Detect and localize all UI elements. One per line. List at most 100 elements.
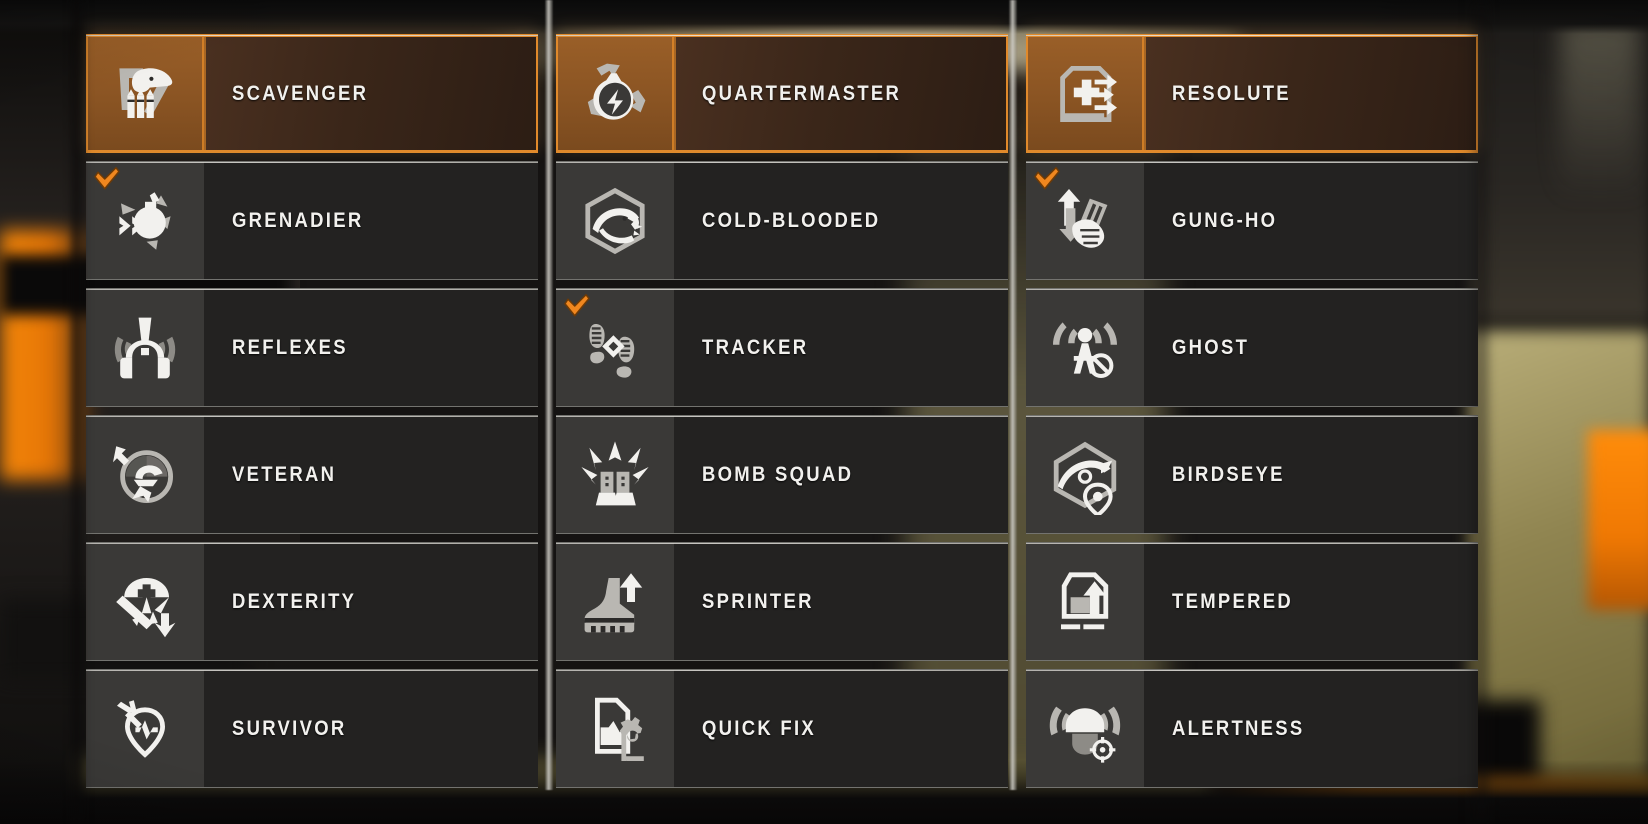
- perk-label: GUNG-HO: [1172, 208, 1278, 232]
- perk-body-cell: REFLEXES: [204, 289, 538, 406]
- perk-card-resolute[interactable]: RESOLUTE: [1026, 34, 1478, 153]
- perk-label: BOMB SQUAD: [702, 462, 854, 486]
- perk-icon-cell: [556, 416, 674, 533]
- bg-right-orange-glow: [1588, 430, 1648, 610]
- perk-body-cell: VETERAN: [204, 416, 538, 533]
- helmet-shield-icon: [105, 435, 185, 515]
- perk-icon-cell: [86, 162, 204, 279]
- perk-label: REFLEXES: [232, 335, 348, 359]
- perk-card-dexterity[interactable]: DEXTERITY: [86, 542, 538, 661]
- checkmark-icon: [92, 166, 122, 192]
- perk-card-alertness[interactable]: ALERTNESS: [1026, 669, 1478, 788]
- perk-card-gung-ho[interactable]: GUNG-HO: [1026, 161, 1478, 280]
- perk-card-veteran[interactable]: VETERAN: [86, 415, 538, 534]
- perk-icon-cell: [556, 289, 674, 406]
- perk-body-cell: DEXTERITY: [204, 543, 538, 660]
- snake-head-icon: [575, 181, 655, 261]
- perk-label: QUARTERMASTER: [702, 81, 902, 105]
- helmet-waves-icon: [1045, 689, 1125, 769]
- perk-icon-cell: [1026, 416, 1144, 533]
- perk-icon-cell: [86, 289, 204, 406]
- boot-arrow-icon: [575, 562, 655, 642]
- perk-card-birdseye[interactable]: BIRDSEYE: [1026, 415, 1478, 534]
- perk-label: BIRDSEYE: [1172, 462, 1285, 486]
- perk-body-cell: SURVIVOR: [204, 670, 538, 787]
- perk-body-cell: QUARTERMASTER: [674, 35, 1008, 152]
- perk-card-quartermaster[interactable]: QUARTERMASTER: [556, 34, 1008, 153]
- perk-label: TEMPERED: [1172, 589, 1293, 613]
- hand-mag-arrow-icon: [1045, 181, 1125, 261]
- perk-body-cell: QUICK FIX: [674, 670, 1008, 787]
- perk-body-cell: ALERTNESS: [1144, 670, 1478, 787]
- perk-label: ALERTNESS: [1172, 716, 1305, 740]
- perk-label: RESOLUTE: [1172, 81, 1291, 105]
- perk-icon-cell: [556, 670, 674, 787]
- perk-label: SURVIVOR: [232, 716, 347, 740]
- headset-alert-icon: [105, 308, 185, 388]
- perk-label: TRACKER: [702, 335, 809, 359]
- perk-column-2: QUARTERMASTER COLD-BLOODED TRACKER BOMB …: [556, 34, 1008, 824]
- perk-label: COLD-BLOODED: [702, 208, 881, 232]
- perk-column-3: RESOLUTE GUNG-HO GHOST BIRDSEYE TEMPERED…: [1026, 34, 1478, 824]
- perk-label: GHOST: [1172, 335, 1250, 359]
- perk-card-tempered[interactable]: TEMPERED: [1026, 542, 1478, 661]
- perk-label: SPRINTER: [702, 589, 814, 613]
- perk-icon-cell: [556, 35, 674, 152]
- eagle-pin-icon: [1045, 435, 1125, 515]
- perk-icon-cell: [556, 162, 674, 279]
- checkmark-icon: [1032, 166, 1062, 192]
- grenade-burst-icon: [105, 181, 185, 261]
- perk-icon-cell: [86, 35, 204, 152]
- parachute-medic-icon: [105, 562, 185, 642]
- recycle-bolt-icon: [575, 54, 655, 134]
- perk-card-cold-blooded[interactable]: COLD-BLOODED: [556, 161, 1008, 280]
- vest-arrow-icon: [1045, 562, 1125, 642]
- cross-arrows-icon: [1045, 54, 1125, 134]
- perk-body-cell: COLD-BLOODED: [674, 162, 1008, 279]
- perk-label: SCAVENGER: [232, 81, 369, 105]
- perk-card-reflexes[interactable]: REFLEXES: [86, 288, 538, 407]
- perk-body-cell: TRACKER: [674, 289, 1008, 406]
- perk-body-cell: GHOST: [1144, 289, 1478, 406]
- antenna-block-icon: [1045, 308, 1125, 388]
- perk-card-survivor[interactable]: SURVIVOR: [86, 669, 538, 788]
- perk-body-cell: GUNG-HO: [1144, 162, 1478, 279]
- perk-icon-cell: [86, 416, 204, 533]
- checkmark-icon: [562, 293, 592, 319]
- perk-grid: SCAVENGER GRENADIER REFLEXES VETERAN DEX…: [86, 34, 1478, 824]
- perk-card-tracker[interactable]: TRACKER: [556, 288, 1008, 407]
- perk-icon-cell: [1026, 35, 1144, 152]
- perk-card-bomb-squad[interactable]: BOMB SQUAD: [556, 415, 1008, 534]
- eagle-bullets-icon: [105, 54, 185, 134]
- perk-label: GRENADIER: [232, 208, 364, 232]
- tag-gear-icon: [575, 689, 655, 769]
- pulse-pin-icon: [105, 689, 185, 769]
- perk-body-cell: RESOLUTE: [1144, 35, 1478, 152]
- bg-right-smudge: [1560, 20, 1640, 200]
- perk-icon-cell: [1026, 543, 1144, 660]
- perk-body-cell: BOMB SQUAD: [674, 416, 1008, 533]
- perk-icon-cell: [1026, 289, 1144, 406]
- perk-body-cell: SPRINTER: [674, 543, 1008, 660]
- perk-body-cell: BIRDSEYE: [1144, 416, 1478, 533]
- perk-card-quick-fix[interactable]: QUICK FIX: [556, 669, 1008, 788]
- perk-label: QUICK FIX: [702, 716, 817, 740]
- perk-card-ghost[interactable]: GHOST: [1026, 288, 1478, 407]
- perk-icon-cell: [1026, 670, 1144, 787]
- footprints-icon: [575, 308, 655, 388]
- perk-label: VETERAN: [232, 462, 337, 486]
- perk-icon-cell: [556, 543, 674, 660]
- perk-card-scavenger[interactable]: SCAVENGER: [86, 34, 538, 153]
- perk-column-1: SCAVENGER GRENADIER REFLEXES VETERAN DEX…: [86, 34, 538, 824]
- perk-card-grenadier[interactable]: GRENADIER: [86, 161, 538, 280]
- bg-top-dark-band: [0, 0, 1648, 34]
- perk-icon-cell: [86, 543, 204, 660]
- perk-icon-cell: [1026, 162, 1144, 279]
- perk-card-sprinter[interactable]: SPRINTER: [556, 542, 1008, 661]
- perk-icon-cell: [86, 670, 204, 787]
- perk-body-cell: SCAVENGER: [204, 35, 538, 152]
- perk-body-cell: TEMPERED: [1144, 543, 1478, 660]
- perk-label: DEXTERITY: [232, 589, 357, 613]
- perk-body-cell: GRENADIER: [204, 162, 538, 279]
- explosion-boots-icon: [575, 435, 655, 515]
